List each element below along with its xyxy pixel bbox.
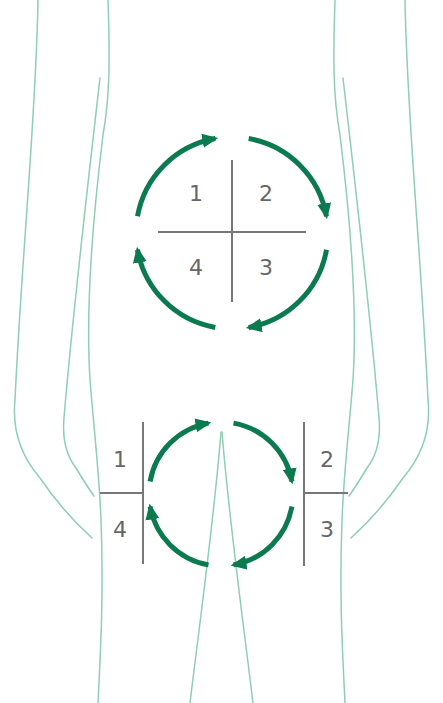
abdomen-horizontal — [158, 231, 306, 233]
left-half — [14, 0, 221, 703]
quadrant-number: 4 — [113, 519, 127, 541]
circular-arrow — [249, 250, 327, 328]
leg-inner — [190, 432, 221, 703]
circular-arrow — [234, 423, 292, 481]
quadrant-number: 1 — [189, 183, 203, 205]
torso-leg-outer — [89, 0, 109, 703]
arm-outer — [14, 0, 92, 538]
circular-arrow — [138, 250, 216, 328]
quadrant-number: 1 — [113, 449, 127, 471]
right-half — [222, 0, 429, 703]
quadrant-number: 2 — [320, 449, 334, 471]
torso-leg-outer — [334, 0, 354, 703]
circular-arrow — [249, 139, 327, 217]
quadrant-lines — [100, 160, 348, 566]
circular-arrow — [150, 507, 208, 565]
left-thigh-horizontal — [100, 492, 143, 494]
circular-arrow — [234, 507, 292, 565]
body-outline — [14, 0, 428, 703]
leg-inner — [222, 432, 253, 703]
circular-arrow — [150, 423, 208, 481]
arm-outer — [351, 0, 429, 538]
quadrant-number: 4 — [189, 257, 203, 279]
circular-arrow — [138, 139, 216, 217]
massage-arrows — [138, 139, 327, 565]
quadrant-number: 3 — [259, 257, 273, 279]
quadrant-number: 3 — [320, 519, 334, 541]
quadrant-number: 2 — [259, 183, 273, 205]
right-thigh-horizontal — [304, 492, 348, 494]
